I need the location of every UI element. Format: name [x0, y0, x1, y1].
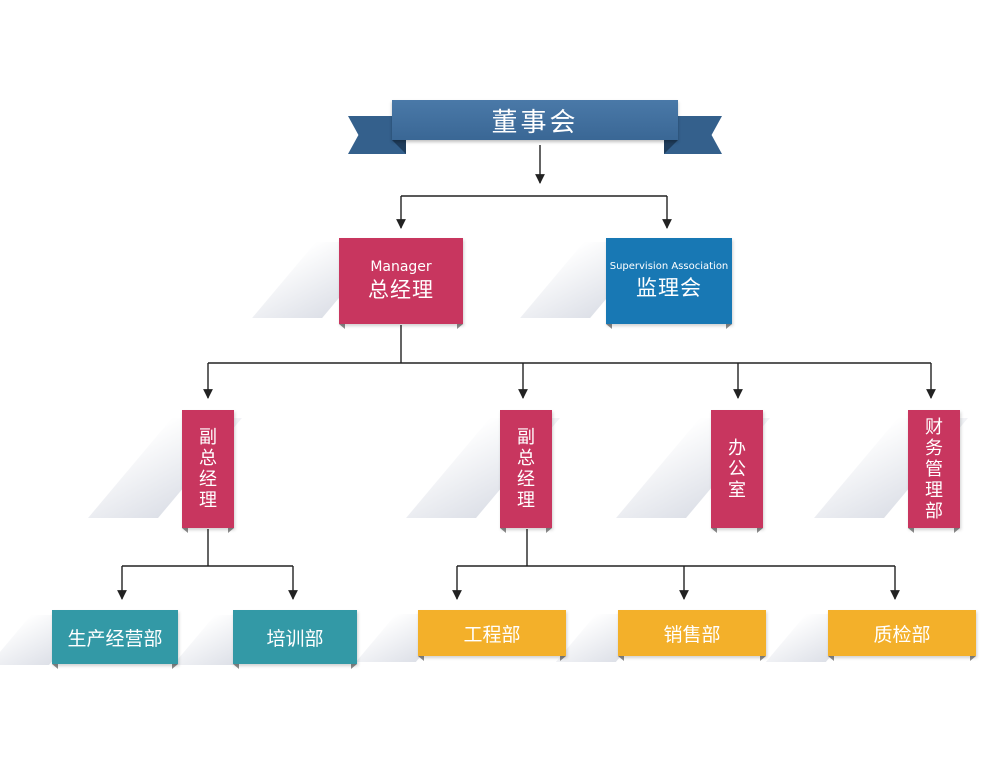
vp2-node[interactable]: 副总经理	[500, 410, 552, 533]
finance-label: 财务管理部	[925, 416, 943, 522]
production-node[interactable]: 生产经营部	[52, 610, 178, 669]
board-banner[interactable]: 董事会	[348, 96, 722, 162]
quality-label: 质检部	[873, 623, 931, 646]
vp1-node[interactable]: 副总经理	[182, 410, 234, 533]
quality-node[interactable]: 质检部	[828, 610, 976, 661]
production-label: 生产经营部	[67, 627, 163, 650]
training-label: 培训部	[266, 627, 324, 650]
manager-label-zh: 总经理	[368, 278, 434, 302]
manager-label-en: Manager	[370, 259, 432, 275]
vp2-label: 副总经理	[517, 427, 535, 511]
supervision-label-en: Supervision Association	[609, 261, 729, 272]
banner-fold-right	[664, 140, 678, 154]
supervision-label-zh: 监理会	[636, 276, 702, 300]
supervision-node[interactable]: Supervision Association 监理会	[606, 238, 732, 329]
banner-fold-left	[392, 140, 406, 154]
vp1-label: 副总经理	[199, 427, 217, 511]
sales-node[interactable]: 销售部	[618, 610, 766, 661]
board-label: 董事会	[392, 100, 678, 140]
office-node[interactable]: 办公室	[711, 410, 763, 533]
training-node[interactable]: 培训部	[233, 610, 357, 669]
office-label: 办公室	[728, 437, 746, 501]
sales-label: 销售部	[663, 623, 721, 646]
finance-node[interactable]: 财务管理部	[908, 410, 960, 533]
engineering-node[interactable]: 工程部	[418, 610, 566, 661]
engineering-label: 工程部	[463, 623, 521, 646]
manager-node[interactable]: Manager 总经理	[339, 238, 463, 329]
